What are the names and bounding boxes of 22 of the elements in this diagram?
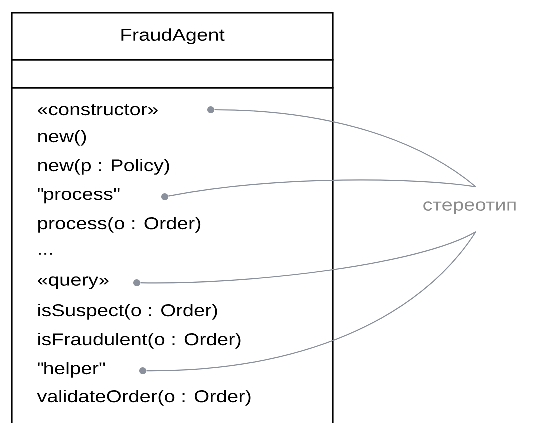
stereotype-text: "process" (38, 188, 120, 204)
operation-text: process(o : Order) (38, 217, 201, 233)
stereotype-text: "helper" (38, 362, 106, 378)
dot (140, 368, 146, 374)
dot (208, 106, 214, 114)
operation-text: new() (38, 130, 86, 146)
stereotype-text: «query» (38, 276, 109, 290)
stereotype-text: «constructor» (38, 104, 158, 116)
leader-line (140, 232, 476, 284)
leader-line (168, 180, 476, 197)
operation-text: isFraudulent(o : Order) (38, 333, 241, 349)
leader-line (214, 109, 476, 188)
dot (162, 194, 168, 200)
operation-text: isSuspect(o : Order) (38, 304, 218, 320)
attribute-compartment (11, 59, 334, 89)
class-name-compartment: FraudAgent (11, 12, 334, 61)
note-text: стереотип (424, 202, 516, 214)
operation-text: new(p : Policy) (38, 159, 170, 175)
operation-text: validateOrder(o : Order) (37, 390, 251, 406)
dot (134, 280, 140, 286)
operation-text: ... (39, 253, 52, 255)
leader-line (146, 232, 476, 372)
